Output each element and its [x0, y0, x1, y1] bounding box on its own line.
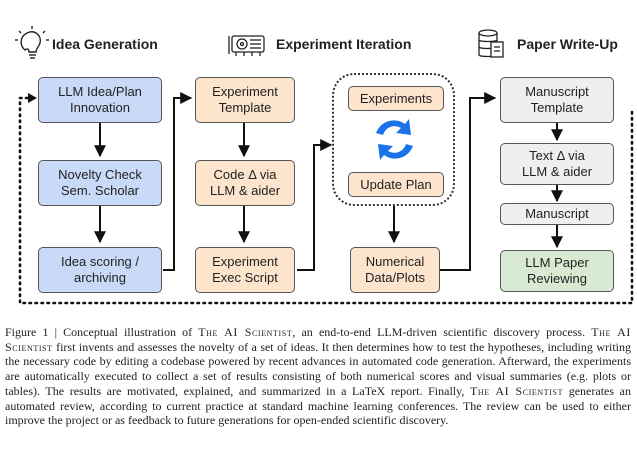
diagram: Idea Generation Experiment Iteration Pap… [15, 26, 634, 305]
lightbulb-icon [15, 26, 49, 59]
refresh-cycle-icon [376, 119, 413, 160]
arrow-scoring-to-template [163, 92, 193, 271]
caption-label: Figure 1 | Conceptual illustration of [5, 325, 199, 339]
caption-system-name: The AI Scientist [469, 383, 564, 398]
section-title-idea-generation: Idea Generation [52, 36, 158, 52]
database-document-icon [478, 29, 504, 58]
node-update-plan: Update Plan [348, 172, 444, 197]
caption-text-3: generates an automated review, according… [5, 383, 632, 428]
node-idea-scoring: Idea scoring / archiving [38, 247, 162, 293]
node-llm-idea-plan: LLM Idea/Plan Innovation [38, 77, 162, 123]
node-manuscript-template: Manuscript Template [500, 77, 614, 123]
section-title-paper-write-up: Paper Write-Up [517, 36, 618, 52]
caption-system-name: The AI Scientist [5, 325, 631, 354]
caption-text-2: first invents and assesses the novelty o… [5, 339, 631, 398]
node-experiment-exec-script: Experiment Exec Script [195, 247, 295, 293]
gpu-card-icon [228, 35, 265, 56]
experiment-loop-container [332, 73, 455, 206]
node-text-delta: Text Δ via LLM & aider [500, 143, 614, 185]
figure-caption: Figure 1 | Conceptual illustration of Th… [5, 325, 631, 428]
node-experiments: Experiments [348, 86, 444, 111]
node-code-delta: Code Δ via LLM & aider [195, 160, 295, 206]
node-experiment-template: Experiment Template [195, 77, 295, 123]
node-llm-paper-reviewing: LLM Paper Reviewing [500, 250, 614, 292]
node-numerical-data-plots: Numerical Data/Plots [350, 247, 440, 293]
caption-system-name: The AI Scientist [198, 325, 293, 339]
section-title-experiment-iteration: Experiment Iteration [276, 36, 412, 52]
feedback-loop-line [18, 96, 634, 305]
feedback-arrowhead [28, 93, 37, 103]
node-novelty-check: Novelty Check Sem. Scholar [38, 160, 162, 206]
arrow-exec-to-loop [297, 139, 333, 271]
arrow-numerical-to-manuscript [440, 92, 497, 271]
caption-text-1: , an end-to-end LLM-driven scientific di… [292, 325, 592, 339]
node-manuscript: Manuscript [500, 203, 614, 225]
diagram-connectors [15, 26, 634, 305]
